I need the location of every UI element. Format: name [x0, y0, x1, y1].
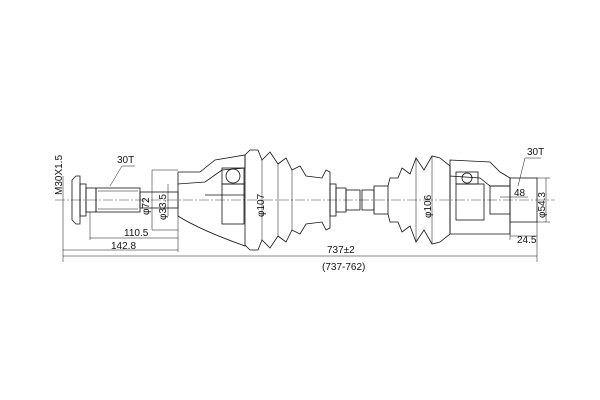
overall-range-label: (737-762): [322, 262, 365, 273]
len-142-8-label: 142.8: [111, 241, 136, 252]
overall-length-label: 737±2: [327, 245, 355, 256]
thread-label: M30X1.5: [54, 155, 65, 195]
inner-cv-joint: [449, 159, 538, 235]
len-24-5-label: 24.5: [517, 235, 537, 246]
dia-107-label: φ107: [256, 193, 267, 217]
dimension-lines: [62, 157, 550, 262]
dia-54-3-label: φ54.3: [537, 192, 548, 218]
len-110-5-label: 110.5: [124, 228, 149, 239]
outer-cv-joint: [177, 154, 246, 247]
dia-106-label: φ106: [423, 194, 434, 218]
dia-33-5-label: φ33.5: [158, 194, 169, 220]
spline-right-label: 30T: [527, 147, 544, 158]
dia-72-label: φ72: [141, 197, 152, 215]
len-48-label: 48: [514, 188, 526, 199]
intermediate-shaft: [329, 183, 389, 217]
spline-left-label: 30T: [117, 155, 134, 166]
